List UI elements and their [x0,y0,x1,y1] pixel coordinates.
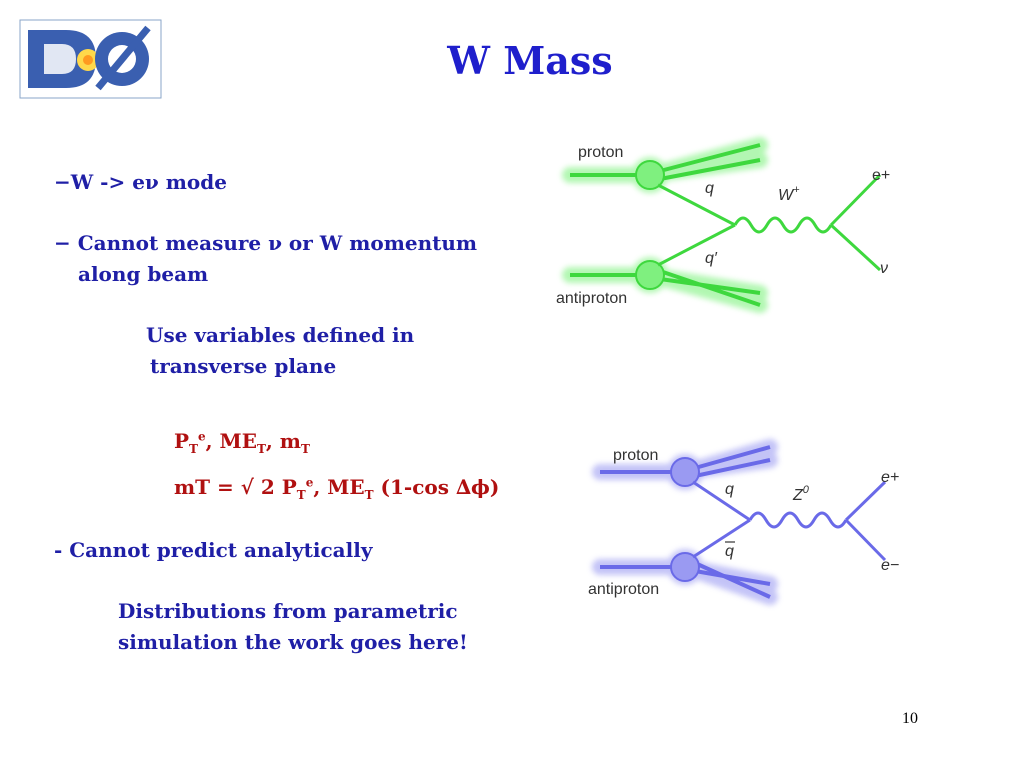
formula-mt-cos: (1-cos ∆ϕ) [373,475,500,499]
bullet-cannot-measure-line2: along beam [78,262,209,286]
distributions-line1: Distributions from parametric [118,599,458,623]
slide-title: W Mass [447,38,613,83]
transverse-plane-line1: Use variables defined in [146,323,415,347]
w-qbar-label: q′ [705,250,718,267]
formula-sub-t3: T [300,442,310,456]
z-electron-label: e− [881,557,899,574]
formula-mt-lhs: mT = √ 2 P [174,475,297,499]
formula-sup-e: e [197,429,206,444]
transverse-plane-line2: transverse plane [150,354,337,378]
formula-variables: PTe, MET, mT [174,429,310,456]
bullet-cannot-predict: - Cannot predict analytically [54,538,373,562]
w-neutrino-label: ν [880,260,888,277]
z-proton-label: proton [613,447,658,464]
formula-transverse-mass: mT = √ 2 PTe, MET (1-cos ∆ϕ) [174,475,500,502]
formula-mt-sup-e: e [305,475,314,490]
w-proton-label: proton [578,144,623,161]
formula-mt-sub-t2: T [364,488,374,502]
dzero-logo [19,19,162,99]
formula-sub-t: T [189,442,198,456]
formula-met: , ME [205,429,257,453]
w-boson-symbol: W [778,187,795,204]
formula-sub-t2: T [256,442,266,456]
z-positron-label: e+ [881,469,899,486]
w-positron-label: e+ [872,167,890,184]
z-boson-charge: 0 [803,484,810,496]
formula-mt-met: , ME [313,475,365,499]
w-antiproton-label: antiproton [556,290,627,307]
z-qbar-label: q [725,543,734,560]
w-boson-label: W+ [778,184,800,204]
page-number: 10 [902,710,918,727]
bullet-cannot-measure-line1: − Cannot measure ν or W momentum [54,231,478,255]
formula-mt-sub-t: T [296,488,306,502]
w-q-label: q [705,180,714,197]
z-boson-label: Z0 [792,484,810,504]
z-antiproton-label: antiproton [588,581,659,598]
distributions-line2: simulation the work goes here! [118,630,468,654]
feynman-diagram-z: proton antiproton q q Z0 e+ e− [588,439,899,605]
formula-m: , m [265,429,301,453]
z-q-label: q [725,481,734,498]
w-boson-charge: + [793,184,800,196]
feynman-diagram-w: proton antiproton q q′ W+ e+ ν [556,137,890,313]
bullet-w-enu-mode: −W -> eν mode [54,170,227,194]
formula-p: P [174,429,190,453]
z-boson-symbol: Z [792,487,804,504]
